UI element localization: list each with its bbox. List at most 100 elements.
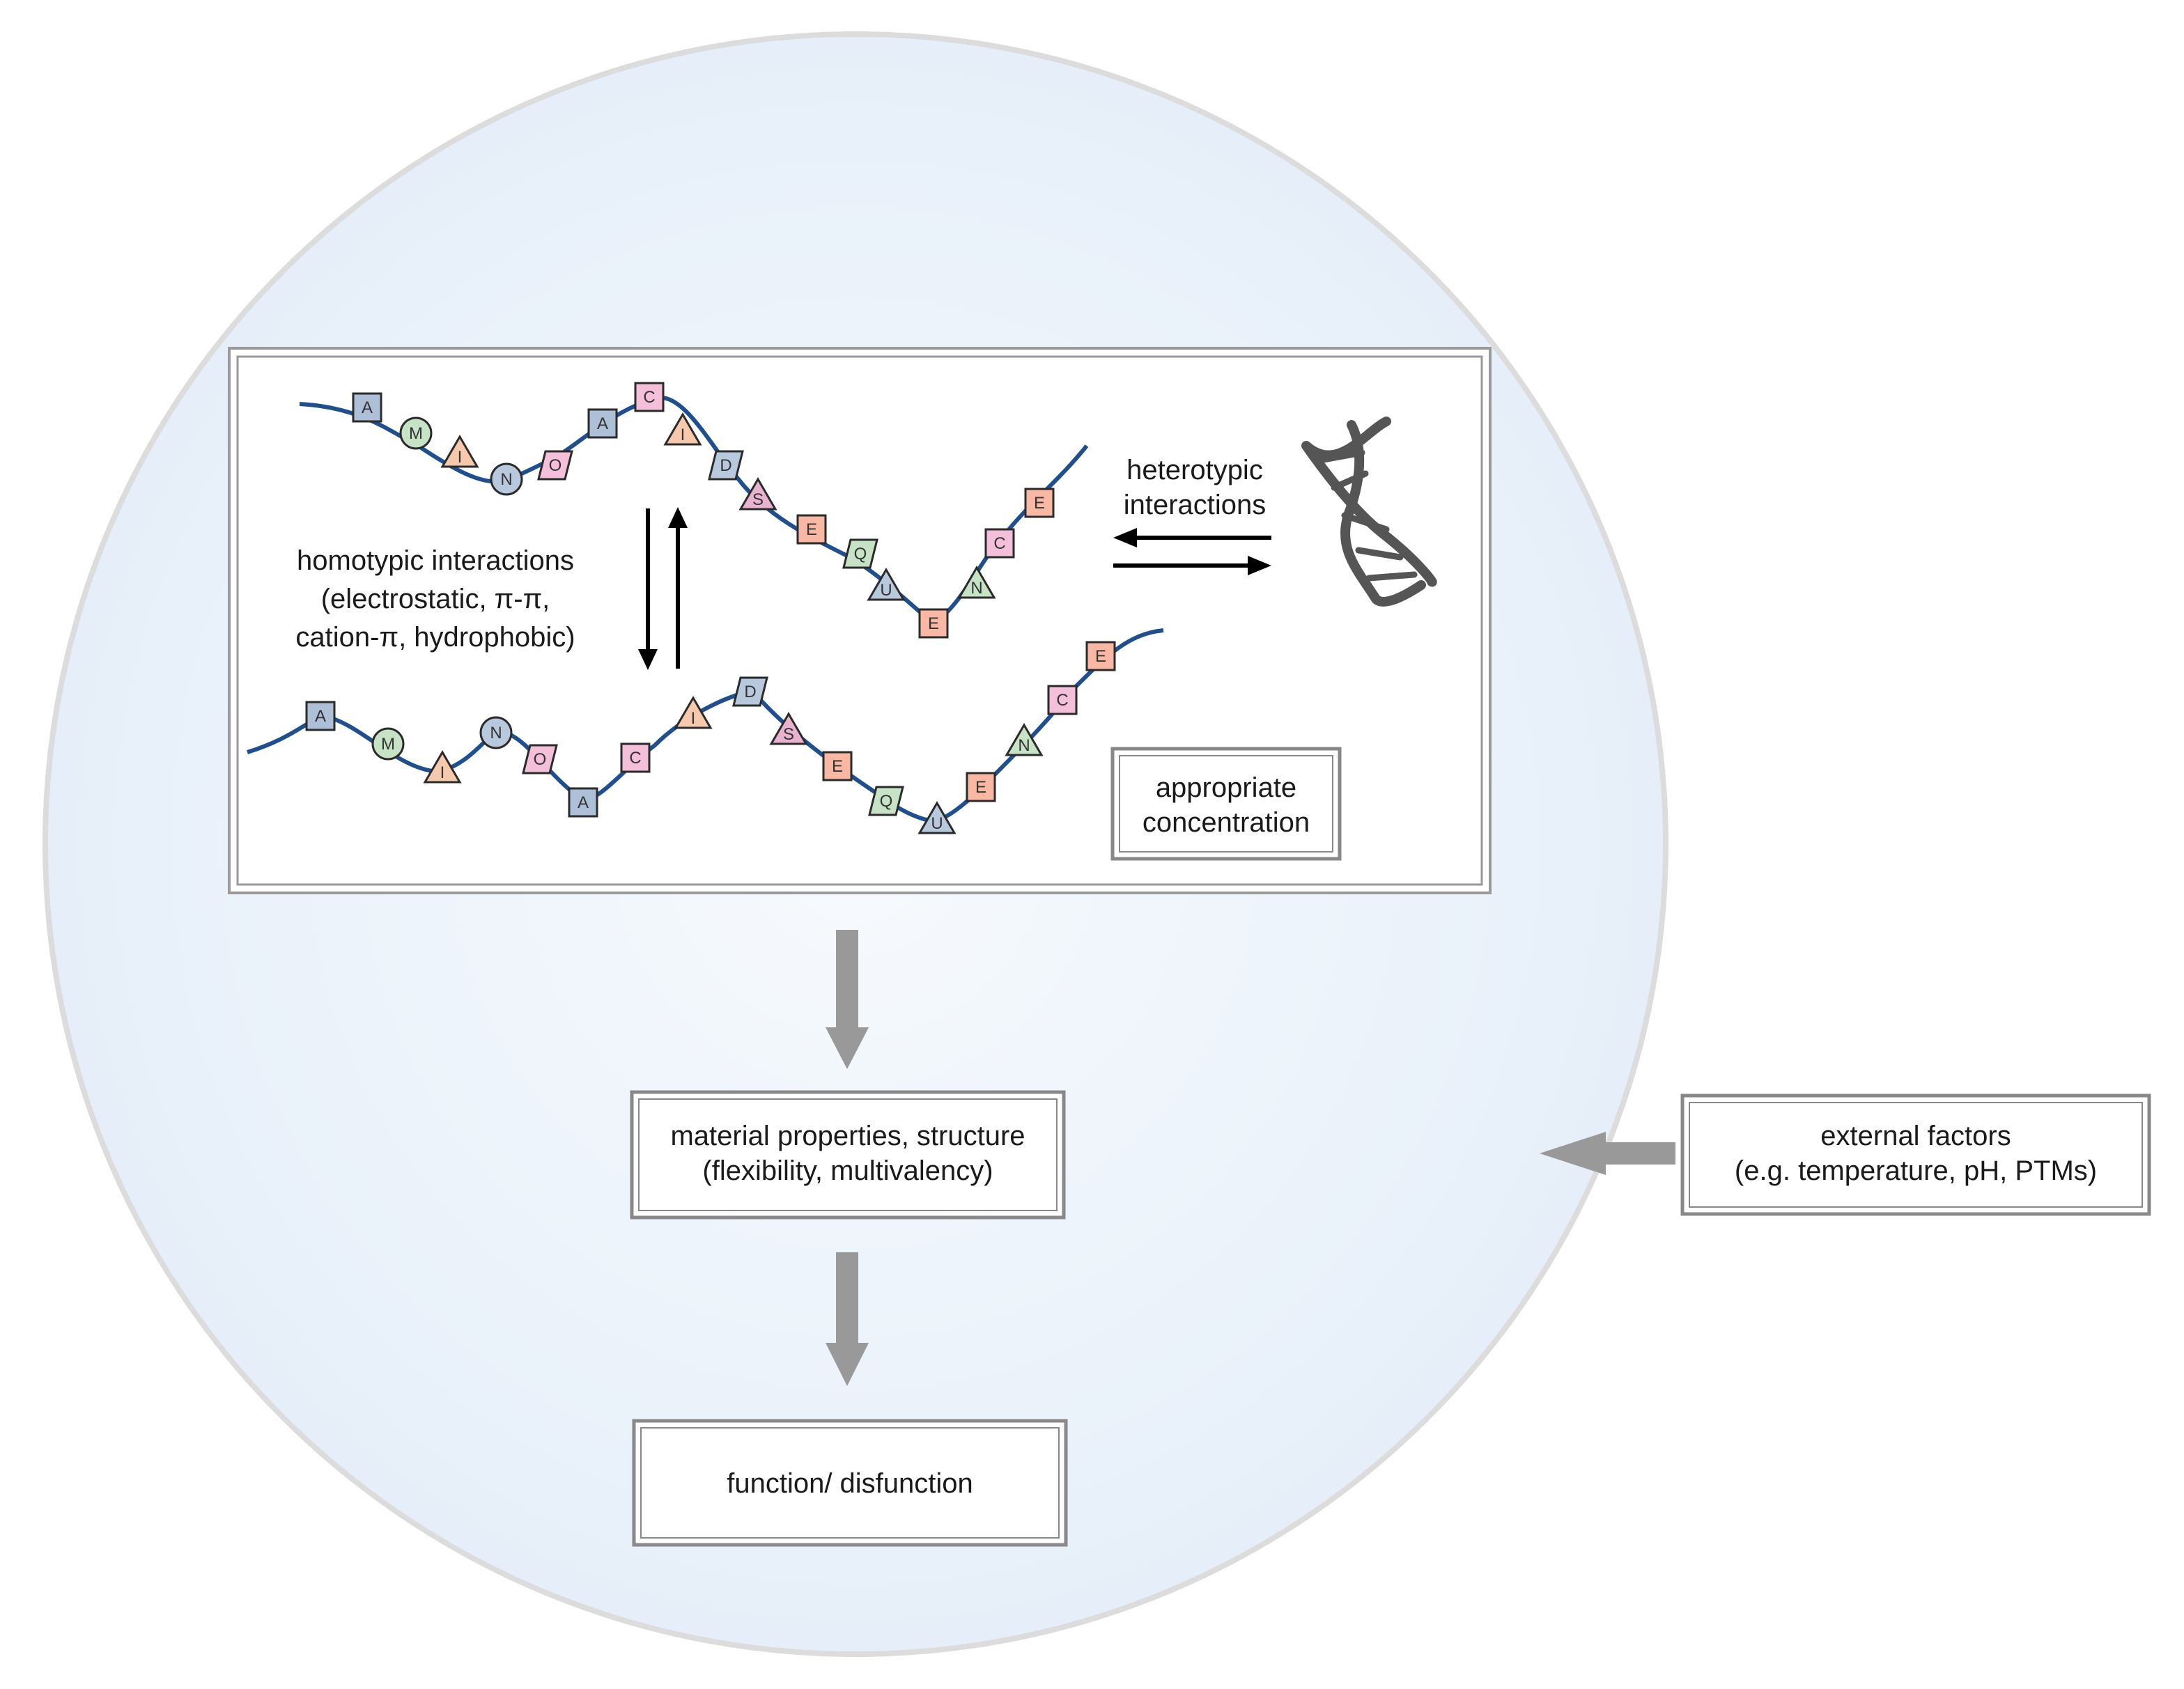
chain-bottom-residue-11: E	[822, 751, 853, 781]
chain-bottom-residue-shape	[620, 742, 651, 773]
chain-bottom-residue-letter: I	[440, 763, 445, 782]
concentration-line1: appropriate	[1156, 772, 1296, 803]
chain-bottom-residue-letter: N	[1018, 736, 1030, 755]
chain-bottom-residue-shape	[822, 751, 853, 781]
chain-bottom-residue-shape	[423, 750, 462, 784]
heterotypic-line1: heterotypic	[1126, 455, 1263, 485]
chain-top-residue-letter: I	[458, 448, 463, 467]
chain-top-residue-letter: E	[928, 614, 939, 633]
chain-bottom-residue-letter: C	[629, 749, 641, 768]
chain-top-residue-letter: C	[993, 534, 1005, 553]
homotypic-line3: cation-π, hydrophobic)	[295, 622, 575, 653]
chain-bottom-residue-shape	[1047, 685, 1078, 715]
chain-bottom-residue-letter: M	[381, 735, 395, 754]
chain-bottom-residue-letter: S	[783, 725, 794, 744]
chain-top-residue-14: E	[918, 608, 949, 639]
protein-chain-bottom	[247, 628, 1164, 823]
material-line1: material properties, structure	[670, 1121, 1025, 1151]
chain-bottom-residue-5: O	[522, 744, 558, 775]
chain-bottom-residue-shape	[966, 772, 996, 802]
chain-bottom-residue-shape	[868, 786, 904, 816]
chain-top-residue-shape	[738, 477, 777, 511]
homotypic-arrows	[638, 507, 688, 670]
chain-top-residue-shape	[440, 435, 479, 468]
chain-bottom-residue-letter: U	[931, 814, 943, 833]
chain-top-residue-shape	[918, 608, 949, 639]
chain-top-residue-shape	[537, 450, 573, 481]
chain-bottom-residue-letter: A	[578, 793, 589, 812]
chain-top-residue-12: Q	[842, 538, 878, 569]
chain-top-residue-letter: C	[643, 388, 655, 407]
chain-bottom-residue-2: M	[371, 727, 405, 761]
chain-top-residue-5: O	[537, 450, 573, 481]
chain-top-residue-letter: E	[806, 520, 817, 539]
chain-bottom-residue-shape	[732, 676, 768, 707]
chain-bottom-residue-shape	[568, 787, 598, 818]
chain-top-residue-8: I	[663, 412, 702, 446]
external-line1: external factors	[1820, 1121, 2011, 1151]
chain-bottom-residue-letter: I	[691, 709, 696, 728]
chain-top-residue-shape	[796, 514, 827, 545]
chain-bottom-residue-letter: E	[975, 778, 986, 797]
chain-top-residue-16: C	[984, 528, 1015, 559]
flow-arrow-2	[826, 1252, 869, 1386]
chain-bottom-residue-4: N	[479, 716, 513, 749]
chain-bottom-residue-shape	[917, 801, 957, 834]
chain-top-residue-shape	[957, 566, 996, 599]
material-box	[630, 1090, 1066, 1220]
dna-icon	[1301, 417, 1437, 607]
chain-top-residue-shape	[399, 417, 433, 450]
chain-bottom-residue-letter: Q	[880, 792, 893, 811]
concentration-line2: concentration	[1143, 807, 1310, 838]
chain-bottom-residue-3: I	[423, 750, 462, 784]
chain-top-residue-letter: Q	[854, 545, 867, 563]
chain-bottom-residue-shape	[1085, 641, 1116, 671]
chain-bottom-residue-shape	[769, 712, 808, 745]
chain-bottom-residue-letter: E	[832, 757, 843, 776]
chain-top-residue-15: N	[957, 566, 996, 599]
chain-top-residue-shape	[867, 568, 906, 601]
chain-top-residue-13: U	[867, 568, 906, 601]
chain-top-residue-letter: U	[880, 581, 892, 600]
function-box	[632, 1419, 1068, 1547]
arrow-down-head	[638, 649, 658, 670]
chain-bottom-residue-shape	[479, 716, 513, 749]
chain-top-residue-letter: A	[597, 414, 608, 433]
chain-top-residue-letter: S	[752, 490, 764, 509]
chain-top-residue-shape	[352, 392, 382, 423]
heterotypic-arrows	[1113, 528, 1271, 575]
chain-top-residue-letter: N	[500, 470, 512, 489]
chain-bottom-residue-letter: A	[315, 707, 326, 726]
chain-bottom-residue-16: C	[1047, 685, 1078, 715]
chain-bottom-residue-10: S	[769, 712, 808, 745]
chain-top-residue-letter: A	[362, 398, 373, 417]
material-line2: (flexibility, multivalency)	[702, 1155, 993, 1186]
homotypic-line1: homotypic interactions	[297, 545, 574, 576]
chain-bottom-residue-6: A	[568, 787, 598, 818]
chain-bottom-residue-14: E	[966, 772, 996, 802]
chain-bottom-residue-1: A	[305, 701, 336, 731]
chain-bottom-residue-shape	[305, 701, 336, 731]
chain-bottom-residue-13: U	[917, 801, 957, 834]
chain-top-residue-3: I	[440, 435, 479, 468]
chain-bottom-residue-8: I	[674, 696, 713, 729]
chain-bottom-residue-7: C	[620, 742, 651, 773]
chain-top-residue-2: M	[399, 417, 433, 450]
arrow-right-head	[1248, 556, 1271, 575]
arrow-left-head	[1113, 528, 1137, 547]
chain-top-residue-shape	[490, 462, 523, 496]
chain-bottom-residue-letter: N	[490, 724, 502, 742]
external-line2: (e.g. temperature, pH, PTMs)	[1735, 1155, 2097, 1186]
chain-top-residue-letter: E	[1034, 494, 1045, 513]
chain-bottom-residue-9: D	[732, 676, 768, 707]
chain-bottom-residue-shape	[674, 696, 713, 729]
chain-top-residue-letter: I	[681, 426, 686, 444]
chain-bottom-residue-12: Q	[868, 786, 904, 816]
chain-bottom-residue-letter: O	[534, 750, 547, 769]
chain-top-residue-shape	[587, 408, 618, 439]
chain-bottom-residue-shape	[1005, 723, 1044, 756]
chain-top-residue-letter: M	[409, 424, 423, 443]
chain-top-residue-letter: N	[970, 579, 982, 598]
